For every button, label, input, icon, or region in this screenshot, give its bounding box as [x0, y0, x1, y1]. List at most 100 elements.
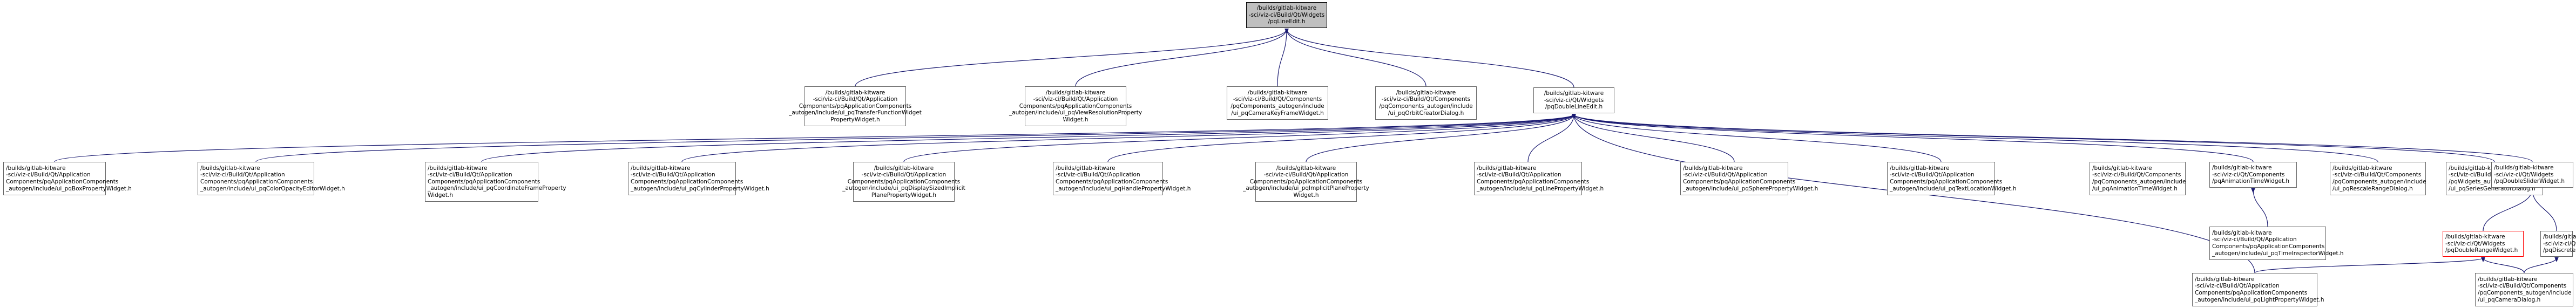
node-label-line: /pqComponents_autogen/include: [1379, 103, 1473, 109]
node-label-line: /builds/gitlab-kitware: [2478, 276, 2538, 283]
edge-cylinder-to-dle: [681, 114, 1574, 162]
node-label-line: Components/pqApplicationComponents: [6, 179, 119, 185]
node-label-line: -sci/viz-ci/Qt/Widgets: [1544, 97, 1604, 104]
node-pqDoubleSliderWidget-h[interactable]: /builds/gitlab-kitware-sci/viz-ci/Qt/Wid…: [2491, 162, 2573, 188]
node-label-line: /builds/gitlab-kitware: [2445, 234, 2505, 241]
node-ui-pqImplicitPlanePropertyWidget-h[interactable]: /builds/gitlab-kitware-sci/viz-ci/Build/…: [1243, 162, 1369, 202]
node-pqDoubleRangeWidget-h[interactable]: /builds/gitlab-kitware-sci/viz-ci/Qt/Wid…: [2443, 231, 2524, 257]
node-label-line: /builds/gitlab-kitware: [1247, 89, 1308, 96]
node-ui-pqViewResolutionPropertyWidget-h[interactable]: /builds/gitlab-kitware-sci/viz-ci/Build/…: [1009, 86, 1142, 126]
node-label-line: /builds/gitlab-kitware: [631, 165, 691, 172]
node-label-line: -sci/viz-ci/Build/Qt/Components: [1381, 96, 1471, 103]
node-label-line: /builds/gitlab-kitware: [874, 165, 934, 172]
node-label-line: _autogen/include/ui_pqBoxPropertyWidget.…: [6, 185, 132, 192]
node-label-line: -sci/viz-ci/Build/Qt/Application: [1263, 172, 1349, 179]
node-label-line: /pqComponents_autogen/include: [2478, 290, 2572, 296]
edge-viewres-to-root: [1075, 29, 1287, 87]
node-label-line: /pqLineEdit.h: [1268, 18, 1306, 25]
node-ui-pqRescaleRangeDialog-h[interactable]: /builds/gitlab-kitware-sci/viz-ci/Build/…: [2330, 162, 2426, 195]
node-pqDiscreteDoubleWidget-h[interactable]: /builds/gitlab-kitware-sci/viz-ci/Qt/Wid…: [2540, 231, 2576, 257]
node-label-line: _autogen/include/ui_pqTextLocationWidget…: [1890, 185, 2017, 192]
node-label-line: /builds/gitlab-kitware: [2212, 229, 2272, 236]
node-label-line: -sci/viz-ci/Build/Qt/Components: [2092, 172, 2181, 179]
node-pqAnimationTimeWidget-h[interactable]: /builds/gitlab-kitware-sci/viz-ci/Qt/Com…: [2209, 162, 2297, 188]
node-label-line: /pqDoubleRangeWidget.h: [2445, 247, 2518, 254]
node-label-line: /ui_pqOrbitCreatorDialog.h: [1388, 109, 1464, 117]
node-label-line: /builds/gitlab-kitware: [1683, 165, 1743, 172]
node-label-line: Widget.h: [1063, 116, 1088, 123]
node-ui-pqCameraKeyFrameWidget-h[interactable]: /builds/gitlab-kitware-sci/viz-ci/Build/…: [1227, 86, 1328, 120]
node-ui-pqDisplaySizedImplicitPlanePropertyWidget-h[interactable]: /builds/gitlab-kitware-sci/viz-ci/Build/…: [842, 162, 965, 202]
node-label-line: /ui_pqCameraDialog.h: [2478, 296, 2541, 303]
node-label-line: _autogen/include/ui_pqCylinderPropertyWi…: [631, 185, 769, 192]
node-label-line: /builds/gitlab-kitware: [2195, 276, 2255, 283]
node-label-line: /ui_pqCameraKeyFrameWidget.h: [1231, 109, 1324, 117]
edge-animtime-to-dle: [1574, 114, 2254, 162]
node-label-line: _autogen/include/ui_pqHandlePropertyWidg…: [1056, 185, 1191, 192]
edge-camdialog-to-drange: [2483, 258, 2525, 273]
node-label-line: -sci/viz-ci/Build/Qt/Application: [6, 172, 91, 179]
node-ui-pqHandlePropertyWidget-h[interactable]: /builds/gitlab-kitware-sci/viz-ci/Build/…: [1053, 162, 1191, 195]
node-label-line: _autogen/include/ui_pqSpherePropertyWidg…: [1683, 185, 1818, 192]
node-ui-pqTransferFunctionWidgetPropertyWidget-h[interactable]: /builds/gitlab-kitware-sci/viz-ci/Build/…: [789, 86, 922, 126]
node-ui-pqAnimationTimeWidget-h[interactable]: /builds/gitlab-kitware-sci/viz-ci/Build/…: [2090, 162, 2186, 195]
node-label-line: /builds/gitlab-kitware: [1056, 165, 1115, 172]
node-label-line: Components/pqApplicationComponents: [1056, 179, 1168, 185]
node-ui-pqSpherePropertyWidget-h[interactable]: /builds/gitlab-kitware-sci/viz-ci/Build/…: [1680, 162, 1818, 195]
node-label-line: /pqAnimationTimeWidget.h: [2212, 178, 2290, 185]
node-label-line: -sci/viz-ci/Qt/Widgets: [2445, 240, 2505, 247]
node-label-line: _autogen/include/ui_pqLightPropertyWidge…: [2195, 296, 2324, 303]
node-ui-pqLightPropertyWidget-h[interactable]: /builds/gitlab-kitware-sci/viz-ci/Build/…: [2192, 273, 2324, 306]
node-label-line: -sci/viz-ci/Build/Qt/Application: [1890, 172, 1975, 179]
node-label-line: /builds/gitlab-kitware: [2494, 165, 2554, 172]
node-label-line: -sci/viz-ci/Build/Qt/Application: [1056, 172, 1140, 179]
edge-dslider-to-dle: [1574, 114, 2533, 162]
node-label-line: PropertyWidget.h: [830, 116, 880, 123]
edge-implicitplane-to-dle: [1306, 114, 1574, 162]
node-label-line: -sci/viz-ci/Qt/Components: [2212, 171, 2285, 178]
node-ui-pqCoordinateFramePropertyWidget-h[interactable]: /builds/gitlab-kitware-sci/viz-ci/Build/…: [425, 162, 566, 202]
edge-dle-to-root: [1287, 29, 1574, 88]
node-label-line: _autogen/include/ui_pqImplicitPlanePrope…: [1243, 185, 1369, 192]
node-label-line: Widget.h: [428, 191, 453, 199]
node-label-line: -sci/viz-ci/Build/Qt/Application: [861, 172, 946, 179]
node-label-line: -sci/viz-ci/Build/Qt/Application: [1033, 96, 1118, 103]
node-label-line: Components/pqApplicationComponents: [631, 179, 743, 185]
node-label-line: Components/pqApplicationComponents: [1019, 102, 1132, 109]
node-label-line: /builds/gitlab-kitware: [1477, 165, 1537, 172]
node-label-line: Components/pqApplicationComponents: [2195, 290, 2308, 296]
edge-coordframe-to-dle: [481, 114, 1574, 162]
node-ui-pqTextLocationWidget-h[interactable]: /builds/gitlab-kitware-sci/viz-ci/Build/…: [1887, 162, 2017, 195]
node-label-line: /builds/gitlab-kitware: [2543, 234, 2576, 241]
node-label-line: -sci/viz-ci/Build/Qt/Components: [1233, 96, 1322, 103]
edge-timeinspector-to-animtime: [2253, 189, 2268, 227]
edge-handle-to-dle: [1107, 114, 1574, 162]
node-ui-pqLinePropertyWidget-h[interactable]: /builds/gitlab-kitware-sci/viz-ci/Build/…: [1474, 162, 1604, 195]
node-label-line: Widget.h: [1293, 191, 1319, 199]
edge-seriesgen-to-dle: [1574, 114, 2495, 162]
node-label-line: -sci/viz-ci/Build/Qt/Application: [631, 172, 715, 179]
edge-lightprop-to-drange: [2254, 258, 2483, 273]
node-label-line: /pqComponents_autogen/include: [2092, 179, 2186, 185]
node-label-line: _autogen/include/ui_pqTransferFunctionWi…: [789, 109, 922, 117]
node-ui-pqOrbitCreatorDialog-h[interactable]: /builds/gitlab-kitware-sci/viz-ci/Build/…: [1375, 86, 1477, 120]
node-label-line: /builds/gitlab-kitware: [1276, 165, 1336, 172]
node-label-line: _autogen/include/ui_pqColorOpacityEditor…: [200, 185, 345, 192]
node-ui-pqCylinderPropertyWidget-h[interactable]: /builds/gitlab-kitware-sci/viz-ci/Build/…: [628, 162, 769, 195]
node-pqDoubleLineEdit-h[interactable]: /builds/gitlab-kitware-sci/viz-ci/Qt/Wid…: [1533, 87, 1614, 113]
node-label-line: Components/pqApplicationComponents: [428, 178, 540, 185]
node-ui-pqBoxPropertyWidget-h[interactable]: /builds/gitlab-kitware-sci/viz-ci/Build/…: [3, 162, 132, 195]
node-label-line: Components/pqApplicationComponents: [847, 178, 961, 185]
node-label-line: -sci/viz-ci/Build/Qt/Application: [200, 172, 285, 179]
edge-transfer-to-root: [855, 29, 1287, 87]
node-ui-pqCameraDialog-h[interactable]: /builds/gitlab-kitware-sci/viz-ci/Build/…: [2475, 273, 2573, 306]
node-label-line: -sci/viz-ci/Build/Qt/Application: [2212, 236, 2297, 243]
node-label-line: _autogen/include/ui_pqLinePropertyWidget…: [1477, 185, 1604, 192]
node-ui-pqColorOpacityEditorWidget-h[interactable]: /builds/gitlab-kitware-sci/viz-ci/Build/…: [198, 162, 345, 195]
node-label-line: /ui_pqAnimationTimeWidget.h: [2092, 185, 2178, 192]
node-label-line: _autogen/include/ui_pqViewResolutionProp…: [1009, 109, 1142, 117]
node-label-line: /pqDoubleSliderWidget.h: [2494, 178, 2565, 185]
node-label-line: /builds/gitlab-kitware: [2212, 165, 2272, 172]
node-ui-pqTimeInspectorWidget-h[interactable]: /builds/gitlab-kitware-sci/viz-ci/Build/…: [2209, 227, 2344, 260]
node-label-line: _autogen/include/ui_pqDisplaySizedImplic…: [842, 185, 965, 192]
